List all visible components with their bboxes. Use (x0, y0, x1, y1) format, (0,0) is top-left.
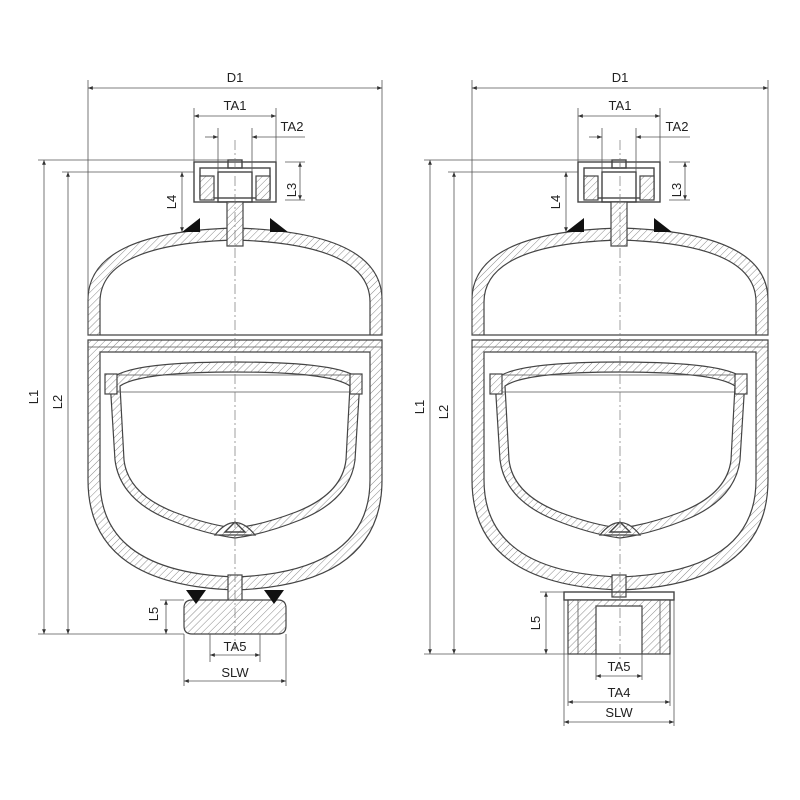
label-ta5: TA5 (224, 639, 247, 654)
label-l3: L3 (284, 183, 299, 197)
label-l1: L1 (26, 390, 41, 404)
right-dimension-lines (424, 80, 769, 726)
left-bladder (104, 361, 363, 539)
label-l4: L4 (164, 195, 179, 209)
label-l3: L3 (669, 183, 684, 197)
left-dimension-lines (38, 80, 383, 686)
label-l4: L4 (548, 195, 563, 209)
label-d1: D1 (612, 70, 629, 85)
label-ta1: TA1 (224, 98, 247, 113)
label-ta5: TA5 (608, 659, 631, 674)
label-l5: L5 (528, 616, 543, 630)
label-ta2: TA2 (281, 119, 304, 134)
right-top-valve (566, 159, 672, 247)
right-dimension-labels: D1 TA1 TA2 L1 L2 L4 L3 L5 TA5 TA4 SLW (412, 70, 688, 720)
label-ta2: TA2 (666, 119, 689, 134)
right-bottom-port (563, 574, 675, 655)
left-accumulator-view: D1 TA1 TA2 L1 L2 L4 L3 L5 TA5 SLW (26, 70, 383, 686)
label-d1: D1 (227, 70, 244, 85)
left-dimension-labels: D1 TA1 TA2 L1 L2 L4 L3 L5 TA5 SLW (26, 70, 303, 680)
label-l2: L2 (50, 395, 65, 409)
right-bladder (489, 361, 748, 539)
label-l1: L1 (412, 400, 427, 414)
label-l2: L2 (436, 405, 451, 419)
label-l5: L5 (146, 607, 161, 621)
label-slw: SLW (605, 705, 633, 720)
right-accumulator-view: D1 TA1 TA2 L1 L2 L4 L3 L5 TA5 TA4 SLW (412, 70, 769, 726)
label-ta1: TA1 (609, 98, 632, 113)
label-ta4: TA4 (608, 685, 631, 700)
label-slw: SLW (221, 665, 249, 680)
left-top-valve (182, 159, 288, 247)
